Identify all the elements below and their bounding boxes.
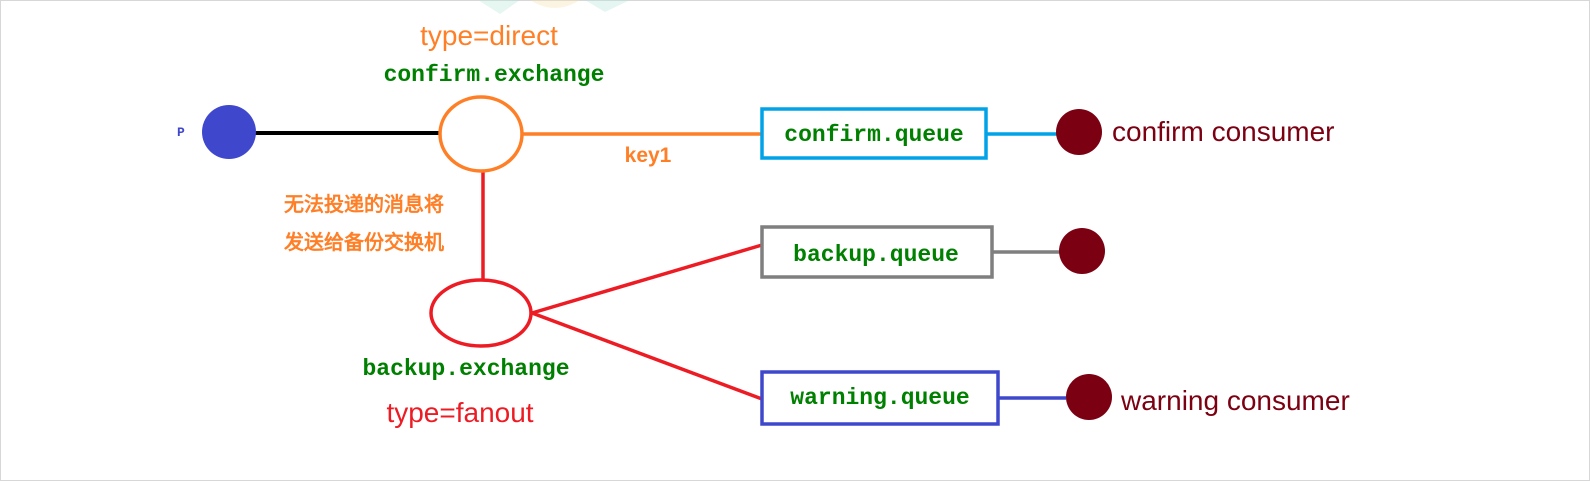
- backup-exchange-to-warning-queue-line: [531, 311, 763, 401]
- warning-queue-box: [760, 370, 1000, 426]
- producer-node: [202, 105, 256, 159]
- backup-exchange-type: type=fanout: [386, 397, 533, 428]
- confirm-queue-label: confirm.queue: [784, 122, 963, 148]
- confirm-exchange-type: type=direct: [420, 20, 558, 51]
- backup-note-line1: 无法投递的消息将: [284, 192, 444, 216]
- backup-exchange-node: [429, 278, 533, 348]
- producer-label: P: [177, 125, 185, 140]
- confirm-exchange-name: confirm.exchange: [384, 62, 605, 88]
- backup-queue-label: backup.queue: [793, 242, 959, 268]
- backup-note-line2: 发送给备份交换机: [283, 230, 444, 254]
- watermark-logo: [478, 0, 630, 14]
- backup-exchange-to-backup-queue-line: [531, 243, 763, 315]
- confirm-consumer-node: [1056, 109, 1102, 155]
- warning-consumer-node: [1066, 374, 1112, 420]
- warning-consumer-label: warning consumer: [1120, 385, 1350, 416]
- routing-key-label: key1: [625, 144, 672, 167]
- backup-consumer-node: [1059, 228, 1105, 274]
- warning-queue-label: warning.queue: [790, 385, 969, 411]
- backup-exchange-name: backup.exchange: [362, 356, 569, 382]
- confirm-queue-box: [760, 107, 988, 160]
- backup-queue-box: [760, 225, 994, 279]
- confirm-exchange-node: [438, 95, 524, 173]
- confirm-consumer-label: confirm consumer: [1112, 116, 1335, 147]
